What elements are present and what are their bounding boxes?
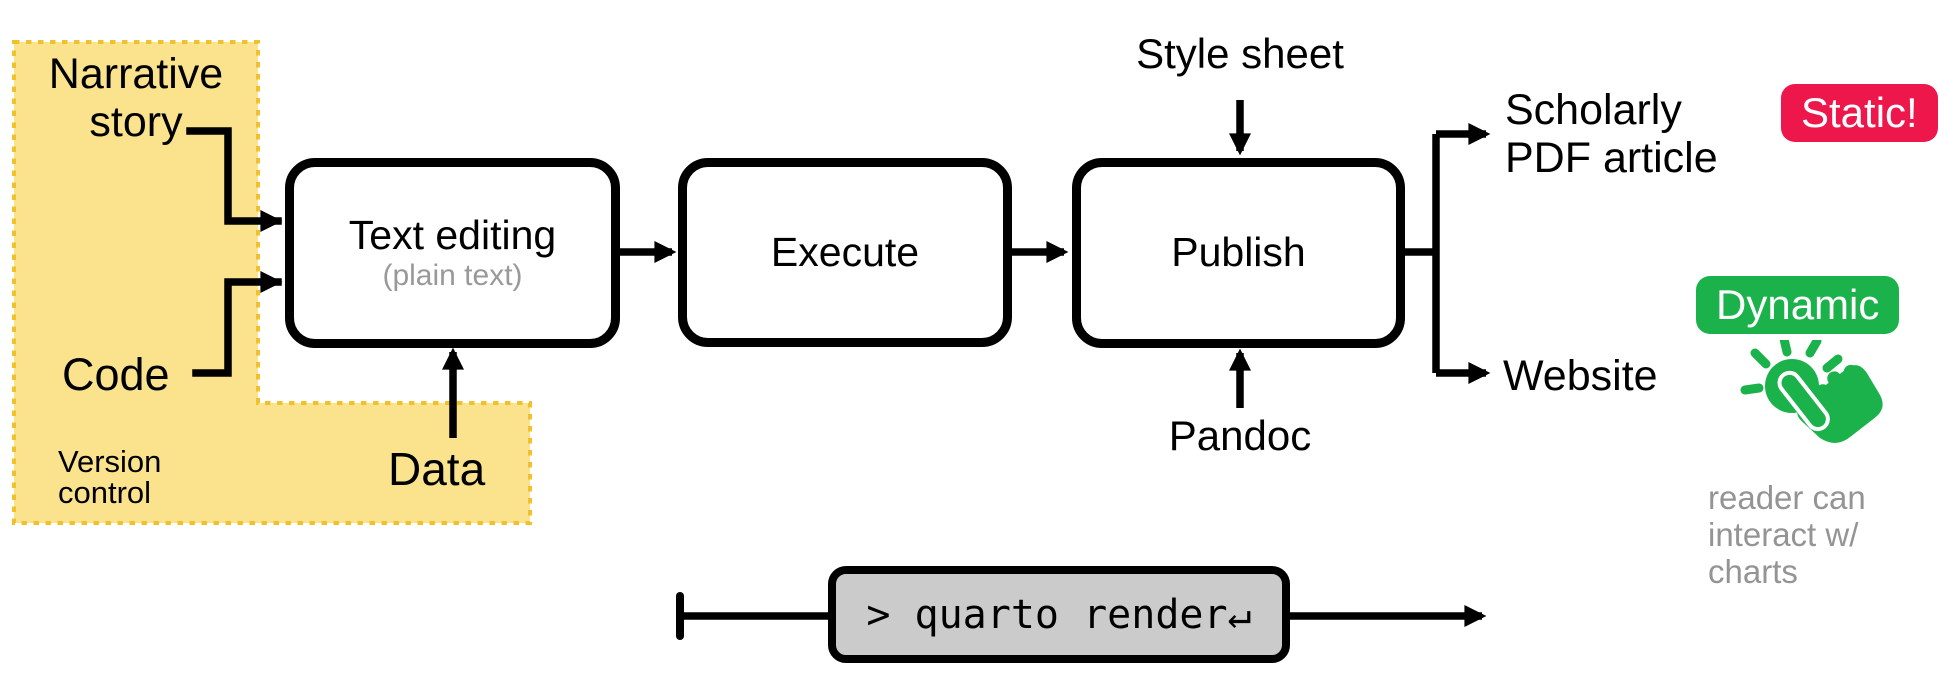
- tap-hand: [1777, 364, 1883, 443]
- static-badge: Static!: [1781, 84, 1938, 142]
- text-editing-title: Text editing: [348, 211, 557, 258]
- style-sheet-label: Style sheet: [1136, 30, 1344, 77]
- tap-finger-icon: [1740, 340, 1883, 443]
- execute-title: Execute: [770, 228, 920, 275]
- quarto-render-command-box: > quarto render↵: [828, 566, 1290, 663]
- website-output-label: Website: [1503, 352, 1658, 400]
- version-control-label: Version control: [58, 444, 162, 510]
- narrative-story-label: Narrative story: [48, 50, 224, 147]
- publish-branch-line: [1400, 134, 1440, 373]
- interact-note: reader can interact w/ charts: [1708, 479, 1866, 590]
- version-control-region: [12, 40, 532, 525]
- publish-title: Publish: [1171, 229, 1306, 276]
- execute-node: Execute: [678, 158, 1012, 347]
- data-label: Data: [388, 443, 486, 495]
- dynamic-badge: Dynamic: [1696, 276, 1900, 334]
- tap-rays: [1740, 340, 1843, 395]
- pdf-output-label: Scholarly PDF article: [1505, 86, 1718, 183]
- text-editing-node: Text editing (plain text): [285, 158, 620, 348]
- text-editing-subtitle: (plain text): [382, 259, 523, 293]
- code-label: Code: [62, 349, 170, 400]
- pandoc-label: Pandoc: [1168, 412, 1312, 459]
- quarto-render-command-text: > quarto render↵: [866, 591, 1252, 638]
- publish-node: Publish: [1072, 158, 1405, 348]
- narrative-to-editing-arrow: [186, 127, 283, 232]
- code-to-editing-arrow: [192, 271, 283, 377]
